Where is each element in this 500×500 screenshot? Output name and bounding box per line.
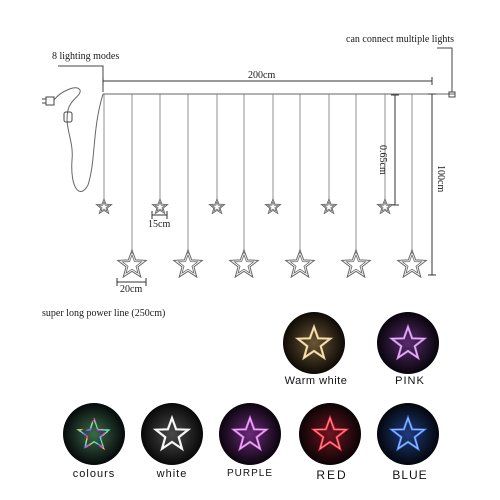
connect-label: can connect multiple lights: [346, 34, 455, 45]
small-star-icon: [151, 197, 169, 215]
swatch-caption: RED: [316, 468, 348, 482]
big-star-icon: [340, 248, 372, 279]
swatch-caption: PINK: [395, 375, 425, 387]
plug-icon: [42, 96, 55, 106]
big-star-icon: [116, 248, 148, 279]
big-star-icon: [284, 248, 316, 279]
small-star-icon: [264, 197, 282, 215]
star-icon: [388, 323, 428, 361]
star-icon: [294, 323, 334, 361]
small-star-label: 15cm: [148, 219, 171, 230]
swatch-caption: colours: [72, 468, 116, 480]
big-star-icon: [396, 248, 428, 279]
star-icon: [388, 414, 428, 452]
big-star-icon: [228, 248, 260, 279]
short-length-label: 0.65cm: [377, 145, 388, 175]
swatch-blue: [377, 403, 439, 465]
long-length-label: 100cm: [435, 165, 446, 193]
hanging-strands: [95, 94, 428, 279]
swatch-pink: [377, 312, 439, 374]
swatch-caption: BLUE: [392, 468, 428, 482]
swatch-colours: [63, 403, 125, 465]
long-strand-dimension: [428, 93, 436, 276]
star-icon: [310, 414, 350, 452]
swatch-caption: Warm white: [284, 375, 348, 387]
width-label: 200cm: [248, 70, 276, 81]
width-dimension: [102, 77, 433, 85]
small-star-icon: [208, 197, 226, 215]
swatch-white: [141, 403, 203, 465]
short-strand-dimension: [391, 94, 399, 206]
small-star-icon: [376, 197, 394, 215]
big-star-label: 20cm: [120, 284, 143, 295]
swatch-caption: PURPLE: [226, 468, 273, 479]
star-icon: [76, 416, 112, 451]
big-star-dimension: [116, 278, 147, 286]
small-star-dimension: [151, 211, 168, 219]
power-label: super long power line (250cm): [42, 308, 166, 319]
swatch-red: [299, 403, 361, 465]
star-icon: [152, 414, 192, 452]
small-star-icon: [320, 197, 338, 215]
modes-label: 8 lighting modes: [52, 51, 120, 62]
swatch-warm-white: [283, 312, 345, 374]
swatch-caption: white: [156, 468, 188, 480]
big-star-icon: [172, 248, 204, 279]
star-icon: [230, 414, 270, 452]
swatch-purple: [219, 403, 281, 465]
power-cord: [53, 87, 104, 192]
color-swatches: [63, 312, 439, 465]
small-star-icon: [95, 197, 113, 215]
